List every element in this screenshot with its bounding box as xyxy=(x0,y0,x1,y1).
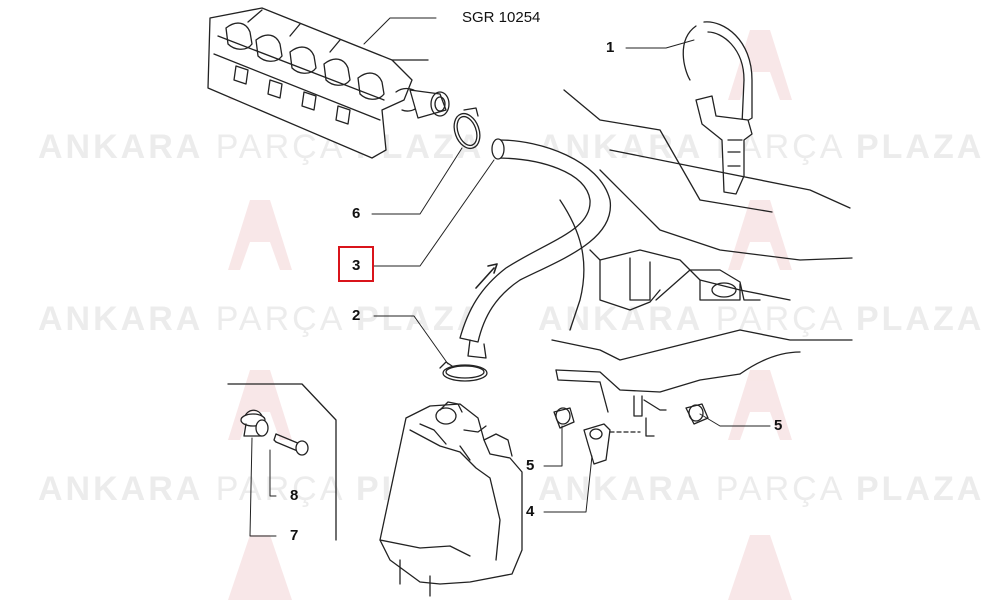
bushing-5-right-drawing xyxy=(685,403,709,425)
callout-5-left[interactable]: 5 xyxy=(526,457,535,474)
watermark-word-plaza: PLAZA xyxy=(355,300,485,338)
hose-clip-1-drawing xyxy=(682,21,753,195)
watermark-word-ankara: ANKARA xyxy=(38,470,204,508)
callout-1[interactable]: 1 xyxy=(606,39,615,56)
callout-7[interactable]: 7 xyxy=(290,527,299,544)
callout-8[interactable]: 8 xyxy=(290,487,299,504)
callout-6[interactable]: 6 xyxy=(352,205,361,222)
watermark-word-parca: PARÇA xyxy=(715,470,844,508)
callout-3-highlight xyxy=(338,246,374,282)
intake-manifold-drawing xyxy=(207,7,450,159)
watermark-row-6: ANKARA PARÇA PLAZA xyxy=(538,470,984,509)
callout-5-right[interactable]: 5 xyxy=(774,417,783,434)
watermark-word-plaza: PLAZA xyxy=(855,300,985,338)
watermark-row-4: ANKARA PARÇA PLAZA xyxy=(538,300,984,339)
watermark-word-plaza: PLAZA xyxy=(855,470,985,508)
engine-bay-structure-drawing xyxy=(551,89,853,437)
callout-2[interactable]: 2 xyxy=(352,307,361,324)
watermark-word-plaza: PLAZA xyxy=(855,128,985,166)
intercooler-drawing xyxy=(379,401,523,597)
watermark-word-parca: PARÇA xyxy=(215,300,344,338)
bolt-8-drawing xyxy=(273,433,309,456)
screw-7-drawing xyxy=(240,409,269,437)
leader-lines xyxy=(249,17,771,537)
fastener-group-frame xyxy=(227,383,337,541)
bracket-4-drawing xyxy=(583,423,641,465)
watermark-row-3: ANKARA PARÇA PLAZA xyxy=(38,300,484,339)
clamp-6-drawing xyxy=(453,107,481,150)
watermark-word-parca: PARÇA xyxy=(215,470,344,508)
clamp-2-drawing xyxy=(439,361,488,382)
watermark-word-parca: PARÇA xyxy=(715,300,844,338)
watermark-word-ankara: ANKARA xyxy=(38,300,204,338)
reference-code: SGR 10254 xyxy=(462,9,541,26)
bushing-5-left-drawing xyxy=(553,407,575,429)
watermark-word-ankara: ANKARA xyxy=(538,470,704,508)
callout-3[interactable]: 3 xyxy=(352,257,361,274)
intercooler-hose-3-drawing xyxy=(459,138,611,359)
callout-4[interactable]: 4 xyxy=(526,503,535,520)
watermark-word-ankara: ANKARA xyxy=(38,128,204,166)
